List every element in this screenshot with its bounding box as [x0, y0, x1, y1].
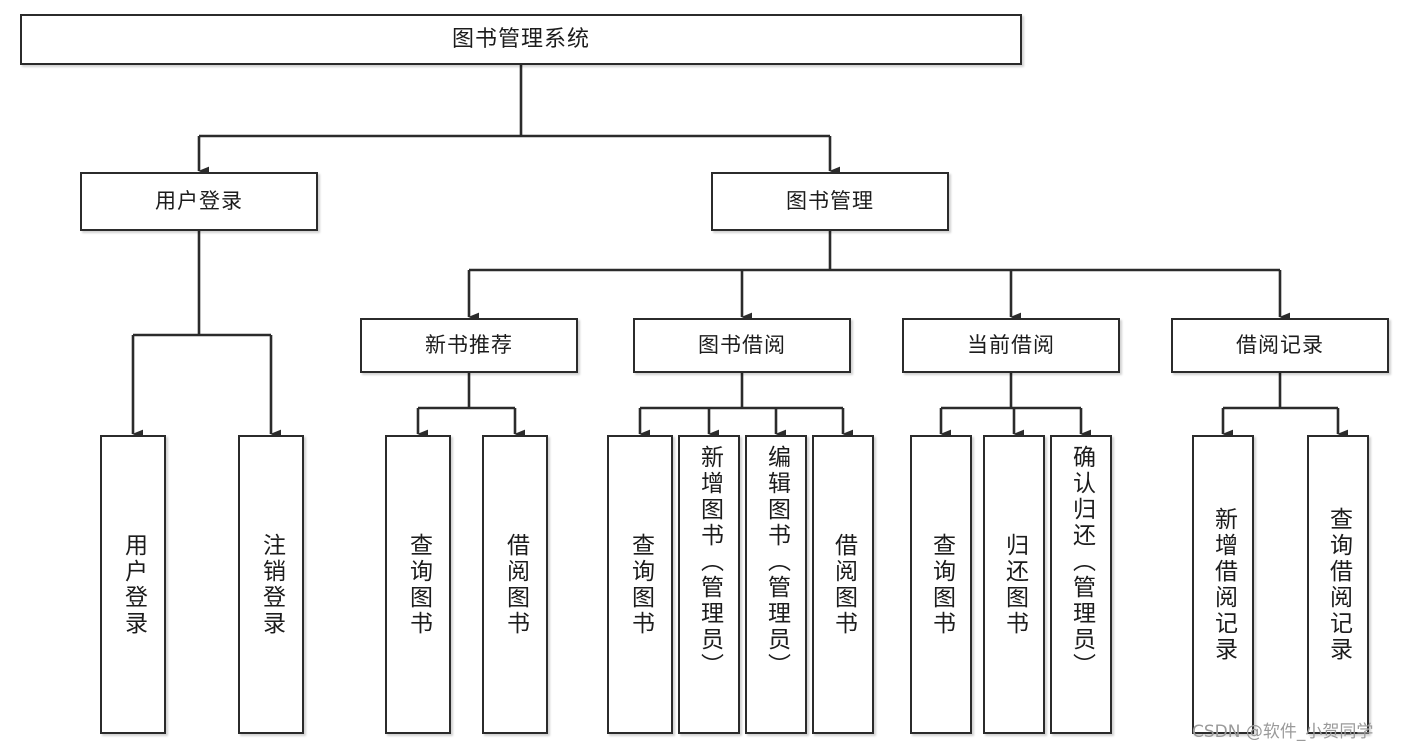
node-label: 新书推荐 — [425, 333, 513, 358]
node-label: 新增借阅记录 — [1210, 506, 1237, 663]
node-new-book-rec[interactable]: 新书推荐 — [360, 318, 578, 373]
node-leaf-return[interactable]: 归还图书 — [983, 435, 1045, 734]
node-label: 归还图书 — [1001, 532, 1028, 637]
node-leaf-borrow-2[interactable]: 借阅图书 — [812, 435, 874, 734]
node-label: 借阅记录 — [1236, 333, 1324, 358]
node-leaf-user-login[interactable]: 用户登录 — [100, 435, 166, 734]
node-leaf-query-1[interactable]: 查询图书 — [385, 435, 451, 734]
node-leaf-edit-book[interactable]: 编辑图书（管理员） — [745, 435, 807, 734]
node-leaf-query-3[interactable]: 查询图书 — [910, 435, 972, 734]
node-label: 确认归还（管理员） — [1068, 445, 1095, 679]
node-label: 当前借阅 — [967, 333, 1055, 358]
node-root[interactable]: 图书管理系统 — [20, 14, 1022, 65]
node-label: 新增图书（管理员） — [696, 445, 723, 679]
node-leaf-confirm[interactable]: 确认归还（管理员） — [1050, 435, 1112, 734]
node-label: 借阅图书 — [502, 532, 529, 637]
node-leaf-logout[interactable]: 注销登录 — [238, 435, 304, 734]
node-label: 用户登录 — [120, 532, 147, 637]
node-label: 注销登录 — [258, 532, 285, 637]
node-leaf-add-record[interactable]: 新增借阅记录 — [1192, 435, 1254, 734]
node-leaf-qry-record[interactable]: 查询借阅记录 — [1307, 435, 1369, 734]
node-label: 借阅图书 — [830, 532, 857, 637]
node-label: 查询图书 — [928, 532, 955, 637]
node-label: 查询图书 — [405, 532, 432, 637]
watermark-text: CSDN @软件_小贺同学 — [1192, 722, 1374, 742]
node-label: 图书管理 — [786, 189, 874, 214]
node-borrow-record[interactable]: 借阅记录 — [1171, 318, 1389, 373]
node-leaf-query-2[interactable]: 查询图书 — [607, 435, 673, 734]
node-book-borrow[interactable]: 图书借阅 — [633, 318, 851, 373]
node-leaf-add-book[interactable]: 新增图书（管理员） — [678, 435, 740, 734]
node-label: 查询借阅记录 — [1325, 506, 1352, 663]
node-label: 图书管理系统 — [451, 26, 590, 52]
edge-group — [131, 65, 1349, 439]
node-current-borrow[interactable]: 当前借阅 — [902, 318, 1120, 373]
node-label: 用户登录 — [155, 189, 243, 214]
node-label: 查询图书 — [627, 532, 654, 637]
node-leaf-borrow-1[interactable]: 借阅图书 — [482, 435, 548, 734]
node-book-manage[interactable]: 图书管理 — [711, 172, 949, 231]
node-label: 编辑图书（管理员） — [763, 445, 790, 679]
node-label: 图书借阅 — [698, 333, 786, 358]
node-user-login[interactable]: 用户登录 — [80, 172, 318, 231]
